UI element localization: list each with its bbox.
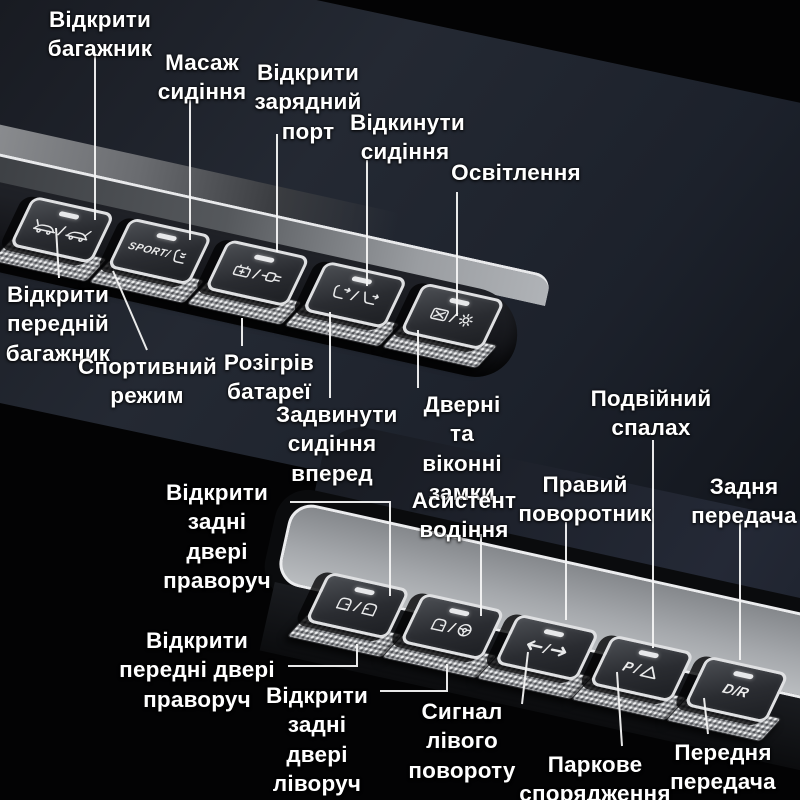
left-door-assist-button: / <box>380 590 507 695</box>
warning-triangle-icon <box>638 662 662 680</box>
locks-lighting-button: / <box>381 280 507 385</box>
steering-wheel-icon <box>453 621 478 640</box>
label-open-charge-port: Відкрити зарядний порт <box>254 60 362 144</box>
label-reverse-gear: Задня передача <box>691 474 797 529</box>
top-strip-keys: / SPORT/ / / / <box>0 146 601 492</box>
key-glyphs: / <box>426 613 478 641</box>
label-driving-assistant: Асистент водіння <box>411 488 517 543</box>
keycap: / <box>302 260 408 329</box>
keycap: / <box>304 571 411 640</box>
label-lighting: Освітлення <box>451 160 581 185</box>
sport-massage-button: SPORT/ <box>88 215 214 320</box>
label-open-rear-left-door: Відкрити задні двері ліворуч <box>265 683 369 796</box>
label-forward-gear: Передня передача <box>670 740 776 795</box>
trunk-frunk-button: / <box>0 193 116 298</box>
keycap: / <box>399 282 506 351</box>
label-sport-mode: Спортивний режим <box>78 354 217 409</box>
key-glyphs: / <box>520 634 574 663</box>
seat-position-button: / <box>283 258 409 363</box>
battery-charge-port-button: / <box>185 237 312 342</box>
door-icon <box>427 615 452 634</box>
label-seat-massage: Масаж сидіння <box>157 50 247 105</box>
keycap: SPORT/ <box>106 217 213 286</box>
window-lock-icon <box>426 305 453 324</box>
key-glyphs: SPORT/ <box>124 236 194 268</box>
battery-icon <box>229 261 256 280</box>
seat-recline-icon <box>355 289 383 308</box>
keycap: / <box>399 592 506 661</box>
key-glyphs: P/ <box>619 656 663 682</box>
label-right-turn-signal: Правий поворотник <box>518 472 652 527</box>
label-open-trunk: Відкрити багажник <box>47 7 153 62</box>
keycap: / <box>494 613 601 682</box>
label-recline-seat: Відкинути сидіння <box>350 110 465 165</box>
keycap: / <box>204 238 311 308</box>
label-parking-gear: Паркове спорядження <box>519 752 671 800</box>
key-glyphs: / <box>425 303 479 332</box>
key-glyphs: / <box>326 281 384 310</box>
key-glyphs: / <box>228 259 285 288</box>
seat-forward-icon <box>326 283 354 302</box>
arrow-right-icon <box>548 643 573 660</box>
label-move-seat-forward: Задвинути сидіння вперед <box>276 402 398 486</box>
light-icon <box>454 311 479 330</box>
key-glyphs: / <box>331 592 383 620</box>
door-rear-icon <box>358 600 383 619</box>
label-double-flash: Подвійний спалах <box>590 386 712 441</box>
label-open-front-right-door: Відкрити передні двері праворуч <box>119 628 275 712</box>
top-button-strip: / SPORT/ / / / <box>0 146 601 492</box>
right-doors-button: / <box>286 569 412 674</box>
bottom-strip-keys: ///P/D/R <box>239 500 800 800</box>
key-glyphs: / <box>29 215 95 246</box>
label-open-frunk: Відкрити передній багажник <box>5 282 111 366</box>
keycap: P/ <box>588 634 695 703</box>
car-trunk-open-icon <box>30 217 61 237</box>
label-door-window-locks: Дверні та віконні замки <box>422 392 502 505</box>
turn-signals-button: / <box>475 611 601 716</box>
car-frunk-open-icon <box>62 224 93 244</box>
keycap: / <box>9 195 116 264</box>
charging-plug-icon <box>257 267 285 286</box>
bottom-button-strip: ///P/D/R <box>239 483 800 800</box>
arrow-left-icon <box>521 637 546 654</box>
door-front-icon <box>332 594 357 613</box>
park-hazard-button: P/ <box>570 632 696 737</box>
label-battery-heating: Розігрів батареї <box>223 350 315 405</box>
label-left-turn-signal: Сигнал лівого повороту <box>408 699 516 783</box>
label-open-rear-right-door: Відкрити задні двері праворуч <box>163 480 271 593</box>
seat-massage-icon <box>168 248 194 267</box>
